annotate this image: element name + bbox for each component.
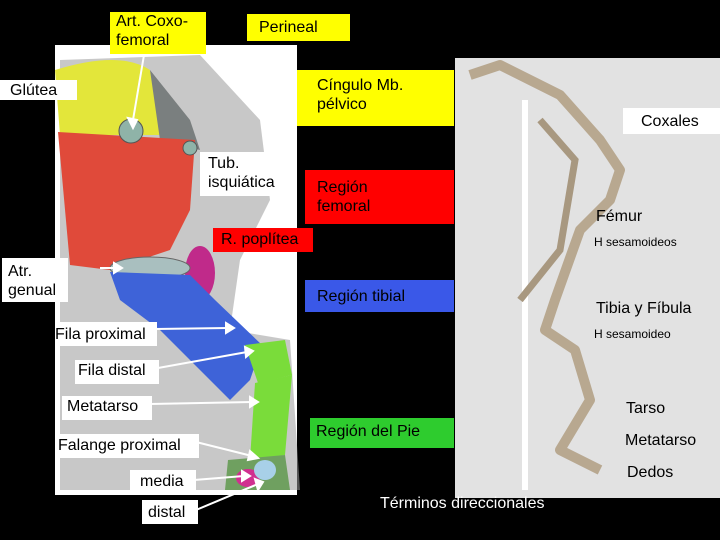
label-terminos-direccionales: Términos direccionales xyxy=(380,495,545,512)
label-cingulo-pelvico: Cíngulo Mb. pélvico xyxy=(297,70,454,126)
label-falange-proximal: Falange proximal xyxy=(55,434,199,458)
label-dedos: Dedos xyxy=(627,464,674,481)
label-falange-distal: distal xyxy=(142,500,198,524)
label-tibia-fibula: Tibia y Fíbula xyxy=(596,300,692,317)
label-tub-isquiatica: Tub. isquiática xyxy=(200,152,297,196)
tarsus-region xyxy=(245,340,292,383)
label-tarso: Tarso xyxy=(626,400,666,417)
label-region-tibial: Región tibial xyxy=(305,280,454,312)
label-femur: Fémur xyxy=(596,208,643,225)
label-perineal: Perineal xyxy=(247,14,350,41)
label-h-sesamoideos: H sesamoideos xyxy=(594,235,677,249)
label-fila-distal: Fila distal xyxy=(75,360,159,384)
label-falange-media: media xyxy=(130,470,196,494)
label-region-pie: Región del Pie xyxy=(310,418,454,448)
label-coxales: Coxales xyxy=(623,108,720,134)
digit-phalanx-marker-2 xyxy=(254,460,276,480)
label-glutea: Glútea xyxy=(0,80,77,100)
skeleton-limb-bones xyxy=(468,60,625,475)
label-fila-proximal: Fila proximal xyxy=(55,322,157,346)
tibial-region xyxy=(110,272,262,400)
perineal-region xyxy=(150,70,200,150)
label-metatarso-right: Metatarso xyxy=(625,432,697,449)
skeleton-contralateral-bones xyxy=(517,117,579,303)
label-art-coxofemoral: Art. Coxo- femoral xyxy=(110,12,206,54)
label-arrows xyxy=(100,54,265,511)
ischial-tuberosity-marker xyxy=(182,140,198,156)
femoral-region xyxy=(58,132,195,270)
label-atr-genual: Atr. genual xyxy=(2,258,68,302)
label-region-femoral: Región femoral xyxy=(305,170,454,224)
label-h-sesamoideo: H sesamoideo xyxy=(594,327,671,341)
label-r-poplitea: R. poplítea xyxy=(213,228,313,252)
metatarsus-region xyxy=(250,375,292,460)
label-metatarso-left: Metatarso xyxy=(62,396,152,420)
